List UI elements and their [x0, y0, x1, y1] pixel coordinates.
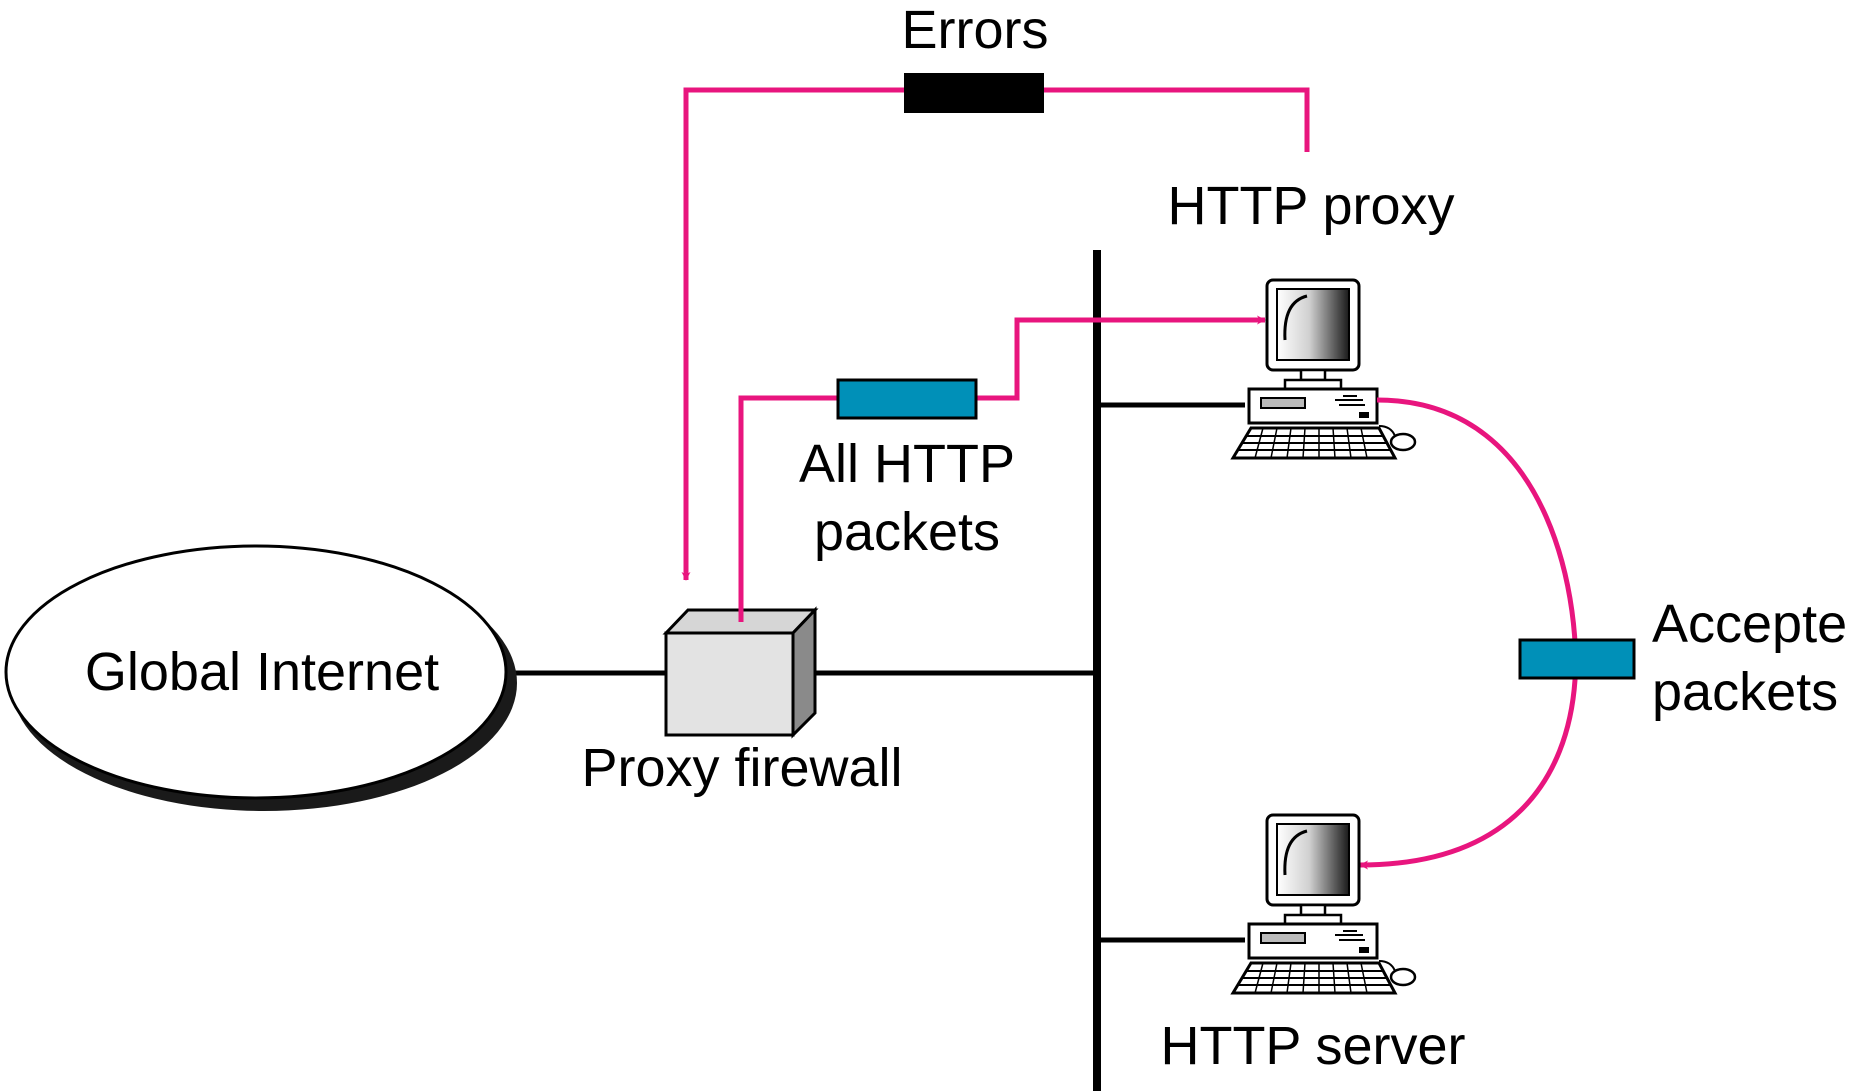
errors-flow: Errors: [681, 0, 1310, 581]
http-proxy-computer-icon: [1231, 278, 1417, 460]
http-proxy-node: HTTP proxy: [1167, 176, 1455, 460]
global-internet-ellipse: [4, 544, 508, 800]
http-packet: [836, 378, 978, 420]
accepted-packets-path: [1359, 397, 1579, 870]
accepted-packet: [1518, 638, 1636, 680]
proxy-firewall-label: Proxy firewall: [581, 738, 902, 798]
global-internet-label: Global Internet: [85, 642, 439, 702]
http-server-label: HTTP server: [1160, 1016, 1465, 1076]
network-wires: [505, 250, 1245, 1091]
all-http-label-line1: All HTTP: [799, 434, 1015, 494]
http-proxy-label: HTTP proxy: [1167, 176, 1454, 236]
http-server-node: HTTP server: [1160, 813, 1466, 1076]
accepted-packets-flow: Accepted packets: [1359, 397, 1849, 870]
error-packet: [904, 73, 1044, 113]
firewall-box-icon: [662, 606, 819, 739]
http-packets-path: [738, 315, 1266, 622]
errors-label: Errors: [902, 0, 1049, 60]
global-internet-node: Global Internet: [4, 544, 517, 811]
accepted-label-line1: Accepted: [1652, 594, 1849, 654]
accepted-label-line2: packets: [1652, 662, 1838, 722]
http-server-computer-icon: [1231, 813, 1417, 995]
all-http-label-line2: packets: [814, 502, 1000, 562]
http-packets-flow: All HTTP packets: [738, 315, 1266, 622]
proxy-firewall-node: Proxy firewall: [581, 606, 903, 798]
